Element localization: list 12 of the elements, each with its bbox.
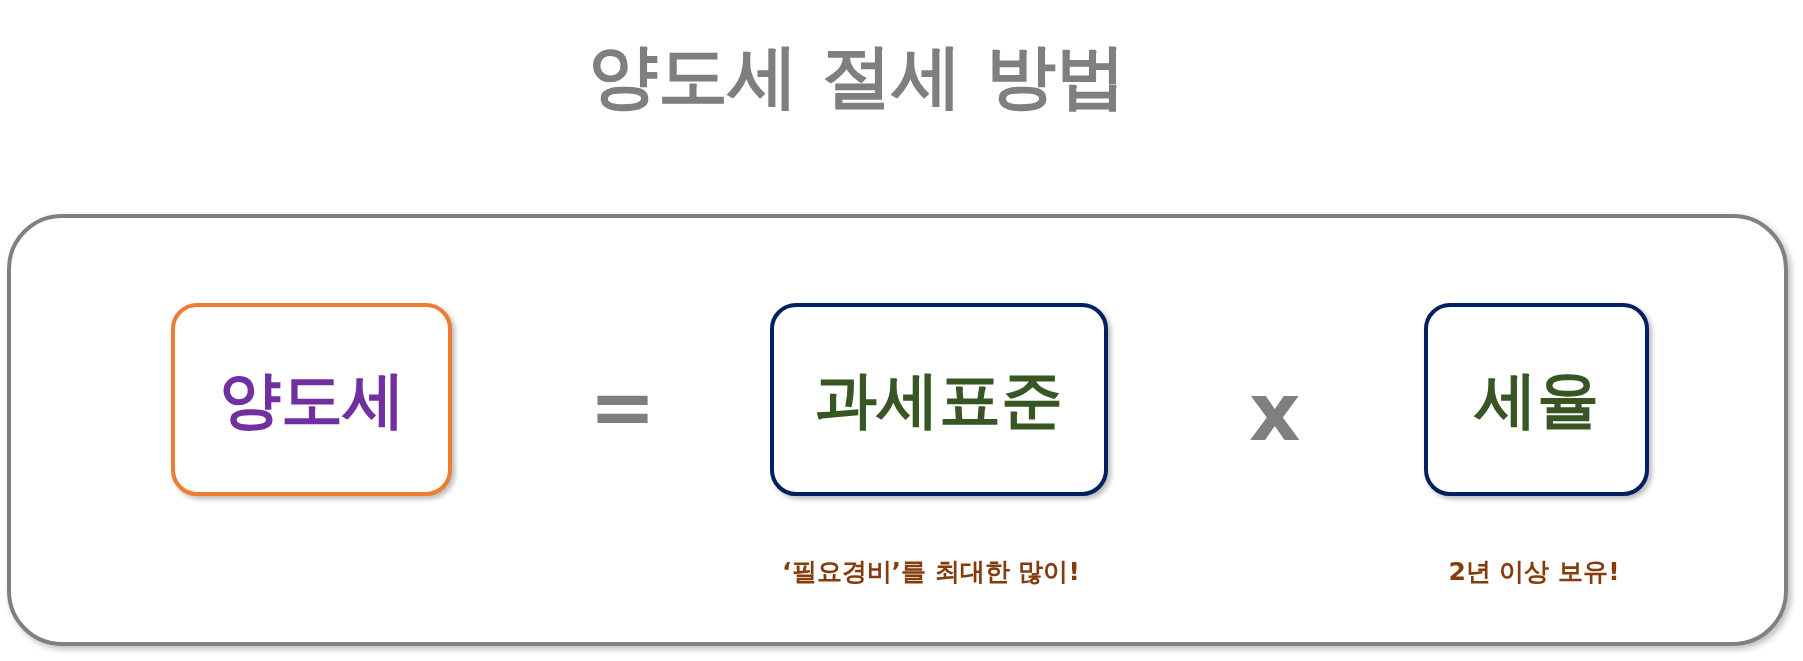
title: 양도세 절세 방법 (586, 34, 1128, 119)
term-text: 세율 (1474, 361, 1599, 438)
formula-box (171, 303, 452, 496)
formula-box (770, 303, 1108, 496)
note-text: 2년 이상 보유! (1448, 556, 1620, 588)
operator-sign: x (1249, 373, 1301, 453)
note-text: ‘필요경비’를 최대한 많이! (782, 556, 1080, 588)
term-text: 과세표준 (815, 361, 1063, 438)
panel-background (7, 214, 1788, 646)
formula-box (1424, 303, 1649, 496)
operator-sign: = (589, 368, 657, 448)
term-text: 양도세 (218, 361, 405, 438)
